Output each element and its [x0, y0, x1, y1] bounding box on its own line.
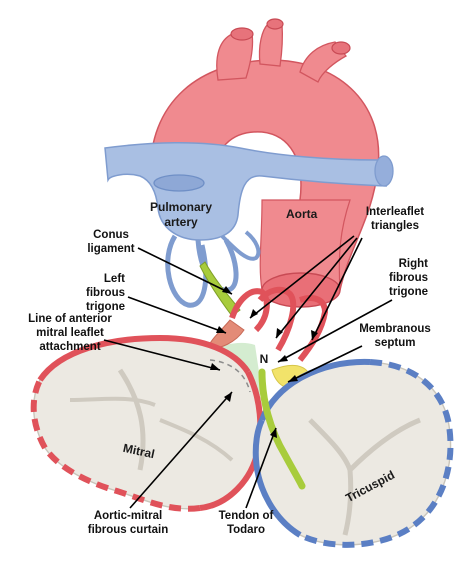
line-anterior-mitral-label-line2: mitral leaflet — [36, 327, 104, 339]
arrowhead-todaro — [270, 428, 277, 438]
arrowhead-right-trigone — [278, 355, 288, 362]
leader-interleaflet-1 — [249, 235, 355, 319]
anterior-mitral-attachment-line — [209, 359, 251, 393]
arrowhead-interleaflet-2 — [276, 328, 283, 338]
aortic-mitral-curtain-label-line1: Aortic-mitral — [94, 510, 162, 522]
arrowhead-interleaflet-3 — [311, 330, 318, 340]
tendon-of-todaro-shape — [258, 368, 306, 490]
tricuspid-crease-2 — [348, 417, 421, 472]
right-fibrous-trigone-label-line2: fibrous — [389, 272, 428, 284]
left-common-carotid — [258, 23, 284, 67]
right-fibrous-trigone-label-line1: Right — [399, 258, 429, 270]
line-anterior-mitral-label-line1: Line of anterior — [28, 313, 112, 325]
mitral-posterior-annulus — [30, 378, 201, 512]
pulmonary-artery-label-line1: Pulmonary — [150, 200, 212, 214]
arrowhead-anterior-line — [210, 363, 220, 370]
arrowhead-interleaflet-1 — [250, 309, 258, 318]
arrowhead-curtain — [224, 392, 232, 402]
mitral-crease-2 — [69, 396, 156, 407]
pulmonary-trunk — [104, 142, 388, 241]
interleaflet-triangles-label-line1: Interleaflet — [366, 206, 424, 218]
leader-lines — [103, 235, 393, 509]
brachiocephalic-trunk — [216, 33, 254, 81]
right-pulmonary-opening — [374, 155, 394, 187]
aorta-label: Aorta — [286, 207, 318, 221]
leader-tendon-of-todaro — [245, 427, 277, 509]
mitral-label: Mitral — [122, 441, 156, 461]
leader-conus-ligament — [137, 247, 233, 295]
left-fibrous-trigone-label-line1: Left — [104, 273, 125, 285]
pulmonary-artery-label-line2: artery — [164, 215, 198, 229]
arrowhead-conus — [222, 286, 232, 294]
conus-ligament-label-line2: ligament — [87, 243, 134, 255]
leader-interleaflet-3 — [311, 237, 363, 341]
tendon-of-todaro-label-line2: Todaro — [227, 524, 265, 536]
leader-arrowheads — [210, 286, 318, 438]
tricuspid-crease-1 — [308, 418, 353, 471]
tendon-of-todaro-label-line1: Tendon of — [219, 510, 274, 522]
node-label: N — [260, 352, 269, 366]
carotid-opening — [266, 18, 284, 30]
arrowhead-membranous — [288, 375, 298, 382]
arrowhead-left-trigone — [216, 326, 226, 333]
mitral-anterior-annulus — [37, 334, 251, 382]
conus-ligament-label-line1: Conus — [93, 229, 129, 241]
membranous-septum-label-line1: Membranous — [359, 323, 431, 335]
aorta — [149, 18, 380, 308]
interleaflet-triangles-label-line2: triangles — [371, 220, 419, 232]
membranous-septum-label-line2: septum — [375, 337, 416, 349]
leader-interleaflet-2 — [275, 237, 358, 339]
left-fibrous-trigone-label-line3: trigone — [86, 301, 125, 313]
mitral-valve — [30, 334, 264, 512]
mitral-crease-3 — [159, 418, 234, 462]
leader-membranous-septum — [287, 345, 363, 383]
pulmonary-cusp-3 — [220, 230, 261, 261]
pulmonary-opening — [153, 174, 205, 192]
right-fibrous-trigone-label-line3: trigone — [389, 286, 428, 298]
tricuspid-left-annulus — [252, 418, 302, 538]
interleaflet-loop-left — [229, 288, 270, 333]
subclavian-opening — [331, 41, 351, 55]
mitral-leaflets — [32, 337, 261, 510]
leader-aortic-mitral-curtain — [129, 391, 233, 509]
tricuspid-crease-3 — [342, 469, 354, 536]
leader-right-fibrous-trigone — [277, 299, 393, 363]
leader-left-fibrous-trigone — [127, 296, 227, 334]
leader-anterior-mitral-line — [103, 339, 221, 371]
aortic-mitral-curtain-label-line2: fibrous curtain — [88, 524, 169, 536]
brachiocephalic-opening — [230, 27, 254, 41]
line-anterior-mitral-label-line3: attachment — [39, 341, 101, 353]
left-fibrous-trigone-label-line2: fibrous — [86, 287, 125, 299]
mitral-crease-1 — [117, 368, 146, 471]
interleaflet-loop-mid — [257, 286, 297, 352]
